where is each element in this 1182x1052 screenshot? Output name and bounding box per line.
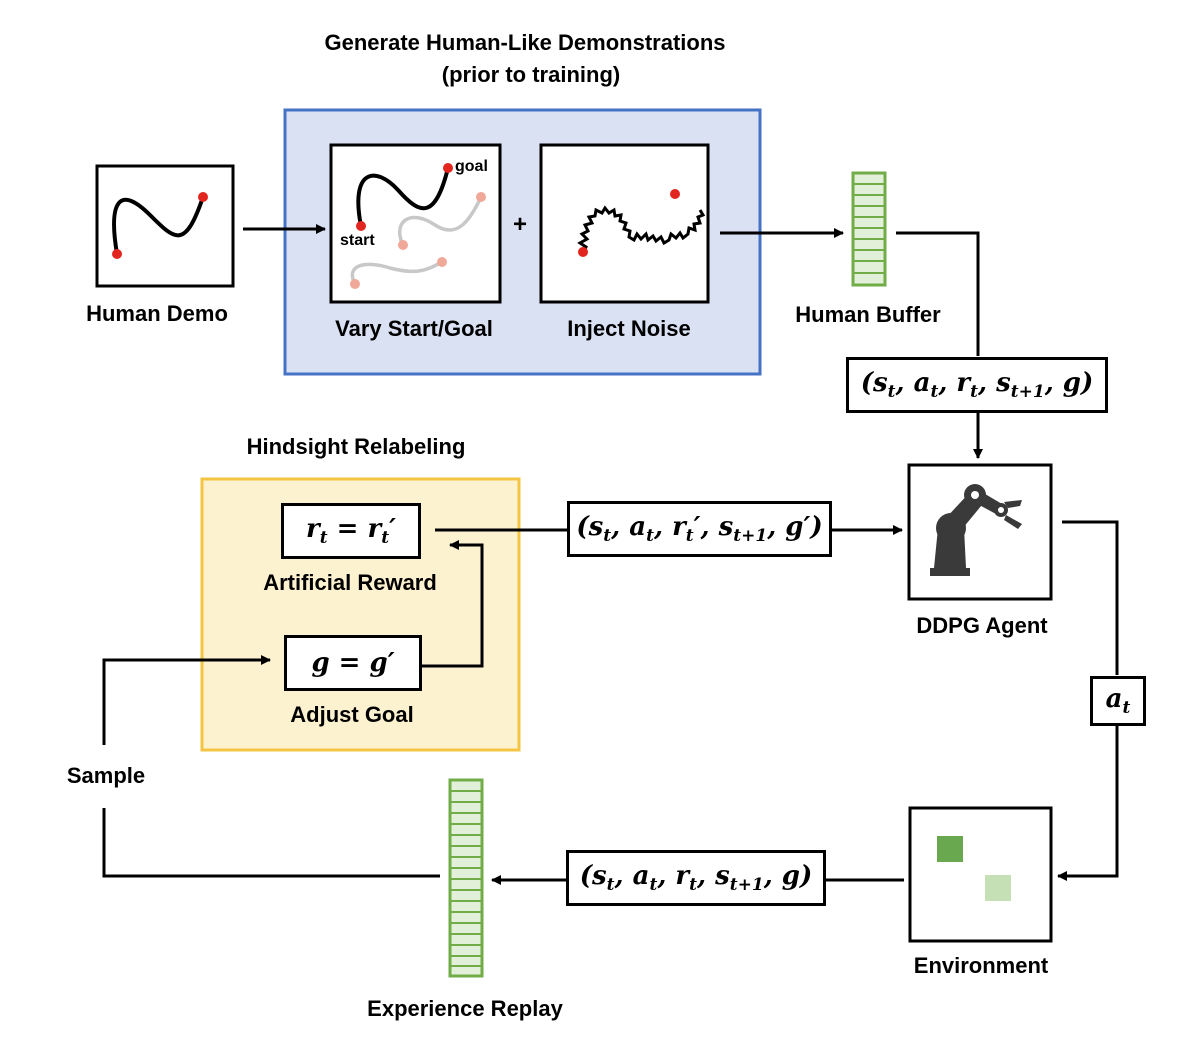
goal-equation-box: g = g′: [284, 635, 422, 691]
inject-noise-box: [539, 143, 710, 304]
human-buffer-icon: [851, 171, 887, 287]
human-demo-label: Human Demo: [86, 301, 228, 326]
environment-label: Environment: [913, 953, 1049, 978]
plus-sign: +: [512, 211, 528, 238]
goal-label: goal: [455, 158, 488, 175]
reward-equation-box: rt = rt′: [281, 503, 421, 559]
human-demo-box: [95, 164, 235, 288]
vary-start-goal-box: [329, 143, 502, 304]
action-box: at: [1090, 676, 1146, 726]
artificial-reward-label: Artificial Reward: [263, 570, 437, 595]
human-buffer-label: Human Buffer: [795, 302, 941, 327]
experience-replay-icon: [448, 778, 484, 978]
vary-start-goal-label: Vary Start/Goal: [335, 316, 493, 341]
inject-noise-label: Inject Noise: [567, 316, 691, 341]
sample-label: Sample: [66, 763, 146, 788]
environment-box: [908, 806, 1053, 943]
hindsight-relabeling-title: Hindsight Relabeling: [246, 434, 466, 459]
env-transition-tuple: (st, at, rt, st+1, g): [566, 850, 826, 906]
start-label: start: [340, 232, 375, 249]
top-title-line-2: (prior to training): [441, 62, 621, 87]
human-transition-tuple: (st, at, rt, st+1, g): [846, 357, 1108, 413]
experience-replay-label: Experience Replay: [367, 996, 563, 1021]
relabeled-transition-tuple: (st, at, rt′, st+1, g′): [567, 501, 832, 557]
ddpg-agent-box: [907, 463, 1053, 601]
top-title-line-1: Generate Human-Like Demonstrations: [324, 30, 726, 55]
adjust-goal-label: Adjust Goal: [290, 702, 414, 727]
connectors: [102, 224, 1119, 885]
robot-arm-icon: [930, 484, 1022, 576]
ddpg-agent-label: DDPG Agent: [916, 613, 1048, 638]
